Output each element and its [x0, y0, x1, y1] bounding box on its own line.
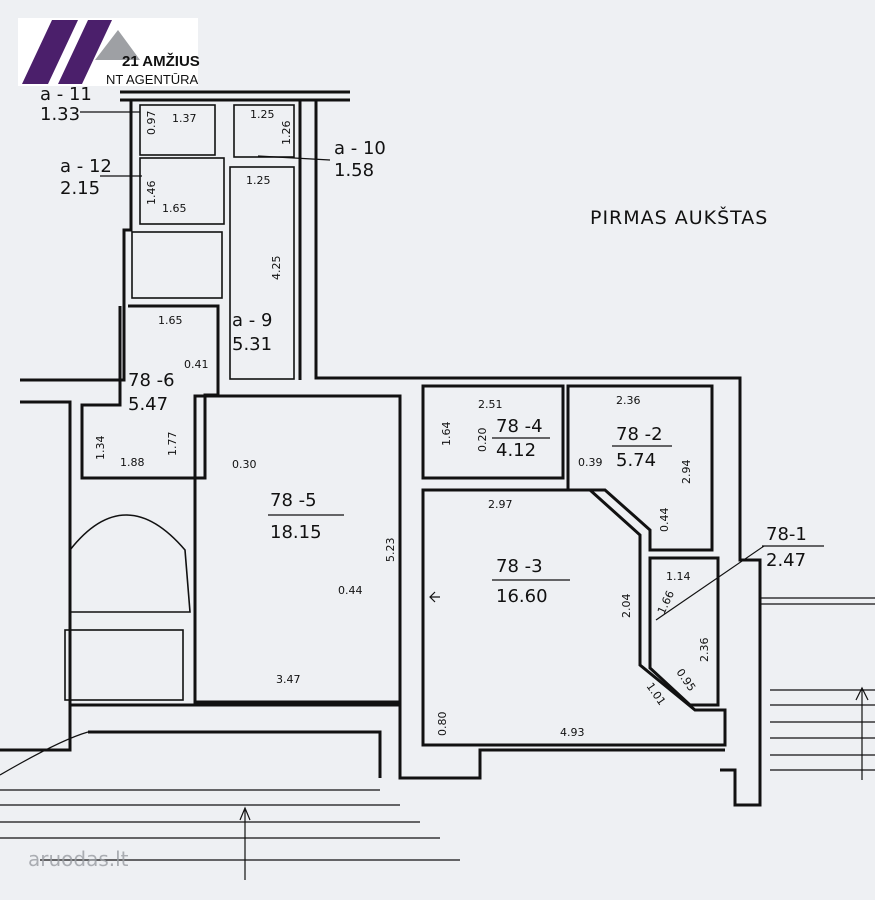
- room-784-code: 78 -4: [496, 416, 543, 437]
- dim-12: 1.77: [166, 432, 179, 457]
- room-783-code: 78 -3: [496, 556, 543, 577]
- dim-19: 1.64: [440, 422, 453, 447]
- room-a11-code: a - 11: [40, 84, 92, 105]
- dim-11: 1.34: [94, 436, 107, 461]
- room-labels: a - 11 1.33 a - 12 2.15 a - 10 1.58 a - …: [40, 84, 824, 621]
- dim-30: 0.95: [674, 666, 699, 694]
- room-a12-code: a - 12: [60, 156, 112, 177]
- room-a11-area: 1.33: [40, 104, 80, 125]
- dim-18: 2.51: [478, 398, 503, 411]
- dim-13: 1.88: [120, 456, 145, 469]
- room-a10-area: 1.58: [334, 160, 374, 181]
- room-a9-code: a - 9: [232, 310, 272, 331]
- dim-5: 1.46: [145, 181, 158, 206]
- logo-stripe-1: [22, 20, 78, 84]
- dim-8: 4.25: [270, 256, 283, 281]
- dim-32: 0.80: [436, 712, 449, 737]
- logo-stripe-2: [58, 20, 112, 84]
- dim-14: 0.30: [232, 458, 257, 471]
- dim-10: 0.41: [184, 358, 209, 371]
- agency-logo: 21 AMŽIUS NT AGENTŪRA: [18, 18, 200, 87]
- dim-33: 4.93: [560, 726, 585, 739]
- room-781-area: 2.47: [766, 550, 806, 571]
- dim-22: 2.36: [616, 394, 641, 407]
- dim-3: 1.25: [250, 108, 275, 121]
- dim-4: 1.26: [280, 121, 293, 146]
- dim-2: 0.97: [145, 111, 158, 136]
- dim-20: 0.20: [476, 428, 489, 453]
- room-784-area: 4.12: [496, 440, 536, 461]
- room-a10-code: a - 10: [334, 138, 386, 159]
- room-786-area: 5.47: [128, 394, 168, 415]
- dim-1: 1.37: [172, 112, 197, 125]
- dim-6: 1.65: [162, 202, 187, 215]
- logo-roof: [95, 30, 140, 60]
- room-785-area: 18.15: [270, 522, 322, 543]
- logo-line1: 21 AMŽIUS: [122, 52, 200, 70]
- dim-27: 1.66: [655, 589, 677, 617]
- dim-21: 2.97: [488, 498, 513, 511]
- dim-23: 0.39: [578, 456, 603, 469]
- dim-16: 0.44: [338, 584, 363, 597]
- floor-title: PIRMAS AUKŠTAS: [590, 205, 768, 229]
- dim-26: 1.14: [666, 570, 691, 583]
- stairs: [0, 591, 875, 880]
- room-785-code: 78 -5: [270, 490, 317, 511]
- room-a12-area: 2.15: [60, 178, 100, 199]
- dim-15: 5.23: [384, 538, 397, 563]
- room-a9-area: 5.31: [232, 334, 272, 355]
- dim-7: 1.25: [246, 174, 271, 187]
- dim-29: 2.36: [698, 638, 711, 663]
- room-782-area: 5.74: [616, 450, 656, 471]
- dim-25: 0.44: [658, 508, 671, 533]
- dim-17: 3.47: [276, 673, 301, 686]
- room-783-area: 16.60: [496, 586, 548, 607]
- dim-24: 2.94: [680, 460, 693, 485]
- dim-9: 1.65: [158, 314, 183, 327]
- room-786-code: 78 -6: [128, 370, 175, 391]
- dim-28: 2.04: [620, 594, 633, 619]
- logo-line2: NT AGENTŪRA: [106, 72, 199, 87]
- room-781-code: 78-1: [766, 524, 807, 545]
- watermark: aruodas.lt: [28, 847, 129, 871]
- walls: [0, 90, 762, 807]
- room-782-code: 78 -2: [616, 424, 663, 445]
